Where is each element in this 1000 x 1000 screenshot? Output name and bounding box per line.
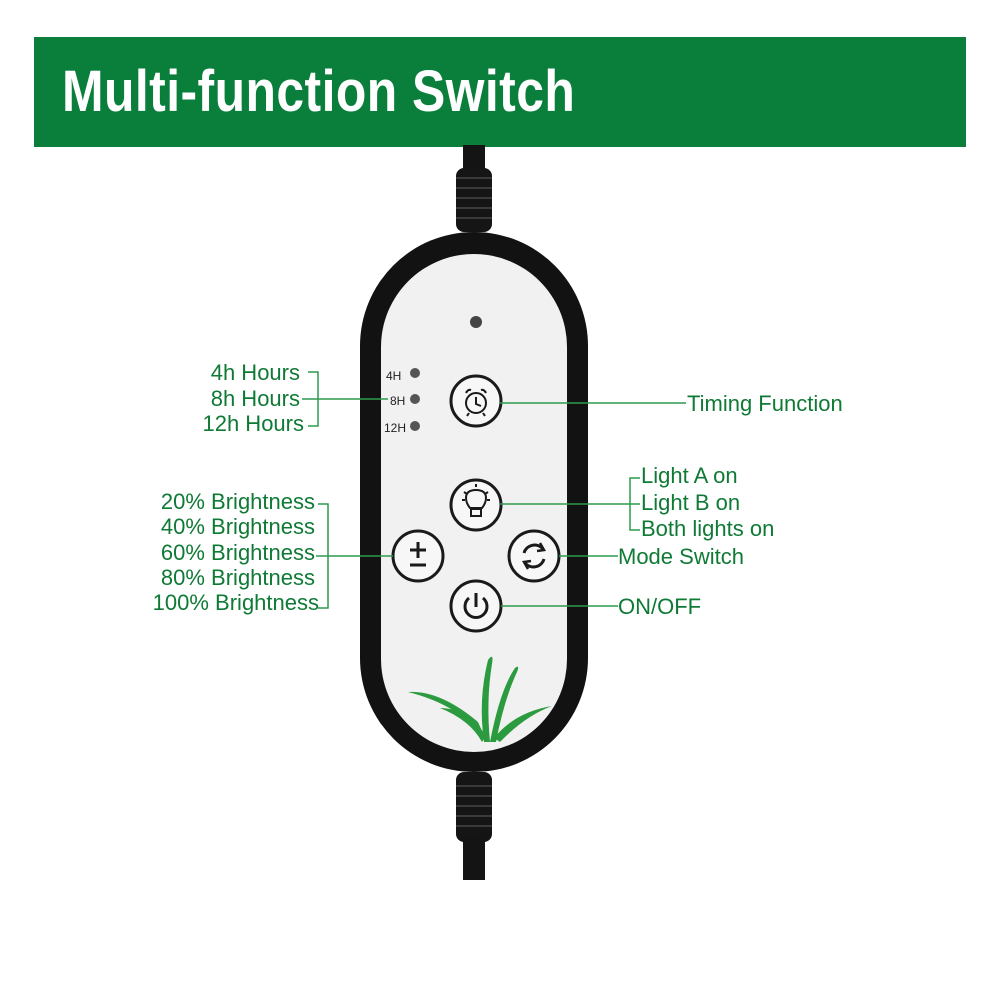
refresh-icon [522, 542, 546, 570]
indicator-12h-led [410, 421, 420, 431]
title-banner: Multi-function Switch [34, 37, 966, 147]
timer-label-4h: 4h Hours [210, 360, 300, 385]
power-button[interactable] [449, 579, 503, 633]
power-label: ON/OFF [618, 594, 702, 619]
brightness-button[interactable] [391, 529, 445, 583]
leader-lines [302, 371, 686, 609]
indicator-8h-led [410, 394, 420, 404]
indicator-12h-label: 12H [384, 421, 406, 435]
indicator-4h-label: 4H [386, 369, 401, 383]
mode-switch-label: Mode Switch [618, 544, 744, 569]
indicator-4h-led [410, 368, 420, 378]
brightness-label-40: 40% Brightness [160, 514, 315, 539]
timer-label-12h: 12h Hours [202, 411, 304, 436]
mode-button[interactable] [507, 529, 561, 583]
power-icon [463, 593, 489, 619]
timer-button[interactable] [449, 374, 503, 428]
plus-minus-icon [410, 542, 426, 567]
brightness-label-20: 20% Brightness [160, 489, 315, 514]
page-title: Multi-function Switch [62, 59, 576, 124]
timer-label-8h: 8h Hours [210, 386, 300, 411]
timing-function-label: Timing Function [687, 391, 843, 416]
cable-bottom [456, 772, 492, 880]
indicator-8h-label: 8H [390, 394, 405, 408]
light-button[interactable] [449, 478, 503, 532]
light-label-both: Both lights on [641, 516, 775, 541]
bulb-icon [462, 484, 490, 517]
cable-top [456, 145, 492, 232]
brightness-label-100: 100% Brightness [152, 590, 319, 615]
light-label-b: Light B on [641, 490, 741, 515]
status-led [470, 316, 482, 328]
brightness-label-80: 80% Brightness [160, 565, 315, 590]
plant-icon [408, 656, 552, 742]
alarm-clock-icon [465, 388, 487, 417]
brightness-label-60: 60% Brightness [160, 540, 315, 565]
light-label-a: Light A on [641, 463, 738, 488]
